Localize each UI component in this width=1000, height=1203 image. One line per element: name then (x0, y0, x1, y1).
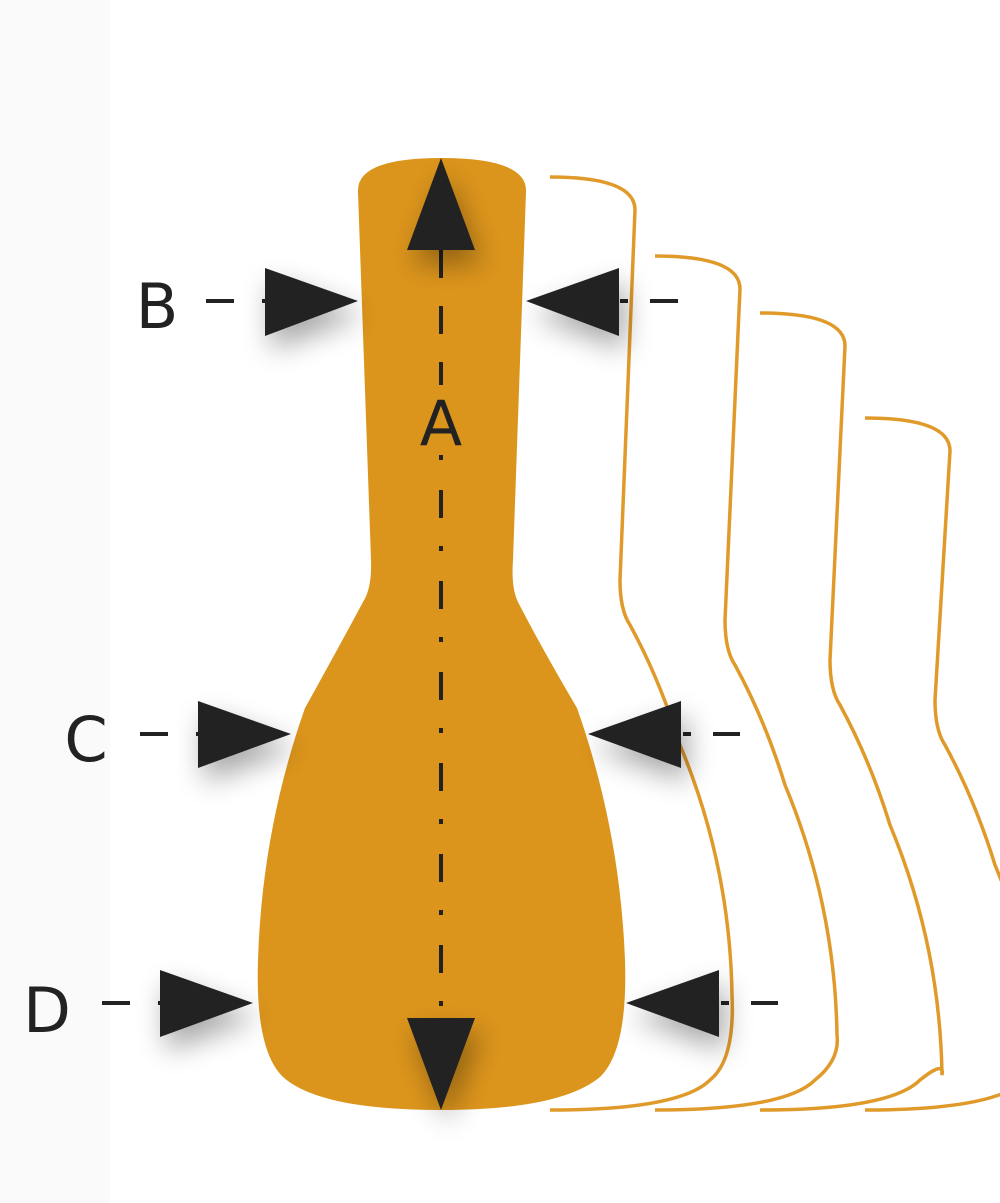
arrow-a-top-icon (407, 158, 475, 250)
label-a: A (420, 387, 462, 460)
arrow-b-left-icon (265, 268, 358, 336)
size-outlines (549, 175, 1000, 1112)
arrow-a-bottom-icon (407, 1018, 475, 1110)
arrow-c-right-icon (588, 701, 681, 768)
bottle-shape (257, 158, 626, 1110)
arrow-c-left-icon (198, 701, 291, 768)
label-b: B (136, 270, 179, 343)
size-outline (759, 311, 945, 1112)
size-outline (549, 175, 735, 1112)
arrow-d-right-icon (626, 970, 719, 1037)
label-d: D (23, 974, 71, 1047)
label-c: C (64, 703, 107, 776)
size-outline (654, 254, 840, 1112)
arrow-d-left-icon (160, 970, 253, 1037)
left-margin-strip (0, 0, 110, 1203)
size-outline (864, 416, 1000, 1112)
arrow-b-right-icon (526, 268, 619, 336)
